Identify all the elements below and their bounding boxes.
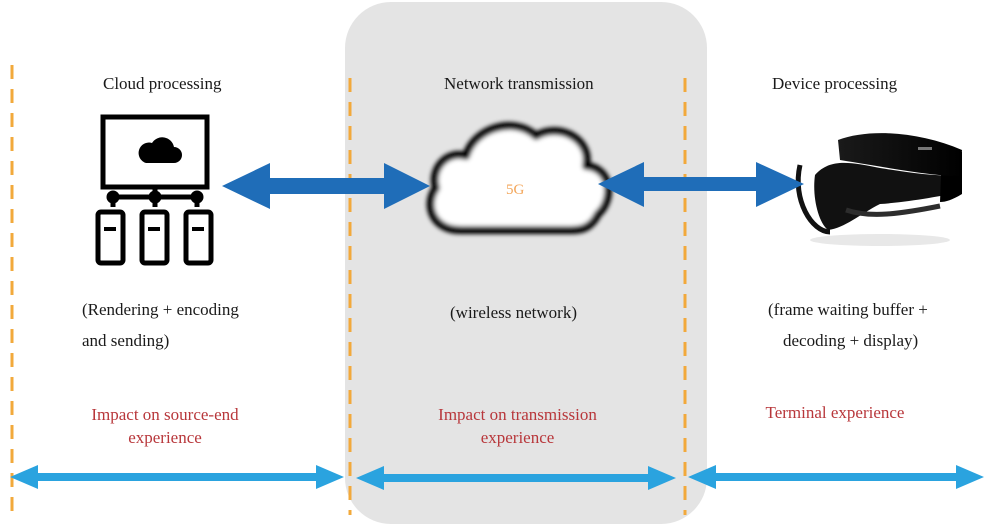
source-end-span-arrow: [10, 465, 344, 489]
device-desc-line1: (frame waiting buffer +: [768, 300, 928, 319]
source-impact-line2: experience: [128, 428, 202, 447]
network-device-arrow: [598, 162, 804, 207]
network-desc: (wireless network): [450, 303, 577, 322]
terminal-span-arrow: [688, 465, 984, 489]
dividers: [10, 65, 687, 515]
network-panel: [345, 2, 707, 524]
cloud-5g-label: 5G: [506, 182, 525, 198]
transmission-impact-line1: Impact on transmission: [438, 405, 597, 424]
cloud-network-arrow: [222, 163, 430, 209]
device-desc-line2: decoding + display): [783, 331, 919, 350]
cloud-icon: [426, 122, 613, 234]
transmission-span-arrow: [356, 466, 676, 490]
cloud-processing-title: Cloud processing: [103, 74, 222, 93]
network-transmission-title: Network transmission: [444, 74, 594, 93]
device-processing-title: Device processing: [772, 74, 898, 93]
vr-headset-icon: [795, 133, 962, 246]
transmission-impact-line2: experience: [480, 428, 555, 447]
cloud-desc-line1: (Rendering + encoding: [82, 300, 239, 319]
cloud-desc-line2: and sending): [82, 331, 170, 350]
terminal-impact: Terminal experience: [765, 403, 905, 422]
server-cloud-icon: [95, 114, 214, 266]
source-impact-line1: Impact on source-end: [91, 405, 239, 424]
